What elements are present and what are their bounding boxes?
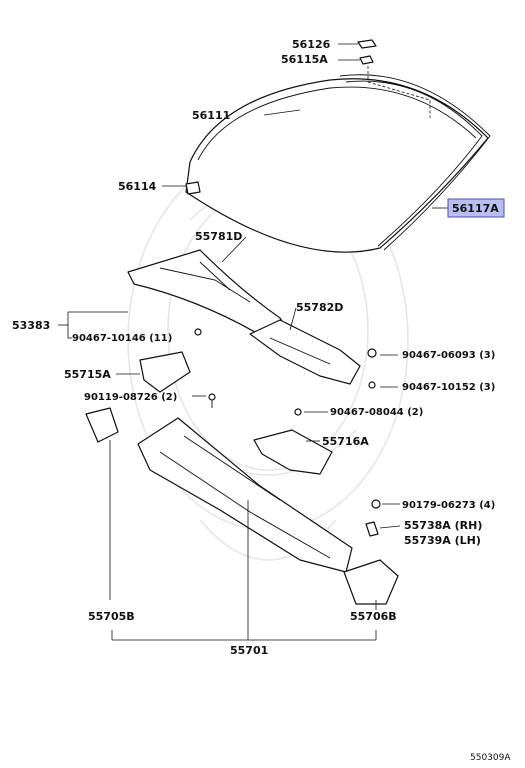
windshield-glass xyxy=(185,78,489,253)
label-55781D: 55781D xyxy=(195,230,242,243)
clip-56126 xyxy=(357,39,377,49)
stopper-56114 xyxy=(185,181,201,195)
label-90119-08726: 90119-08726 (2) xyxy=(84,392,177,403)
reinforcement-55715A xyxy=(139,351,191,393)
label-90467-08044: 90467-08044 (2) xyxy=(330,407,423,418)
clip-90467-06093 xyxy=(367,348,377,358)
label-55738A: 55738A (RH) xyxy=(404,519,482,532)
label-55715A: 55715A xyxy=(64,368,111,381)
dashed-guide-top xyxy=(367,66,431,118)
clip-90467-10152 xyxy=(368,381,376,389)
label-56111: 56111 xyxy=(192,109,230,122)
clip-90467-08044 xyxy=(294,408,302,416)
bracket-55738A xyxy=(365,521,379,537)
label-55716A: 55716A xyxy=(322,435,369,448)
windshield-molding xyxy=(339,74,491,251)
bracket-55705B xyxy=(85,407,119,443)
panel-55716A xyxy=(253,429,333,475)
cowl-top-panel-right xyxy=(249,319,361,385)
label-90467-10152: 90467-10152 (3) xyxy=(402,382,495,393)
bracket-55706B xyxy=(343,559,399,605)
leader-lines xyxy=(58,43,448,641)
label-56117A[interactable]: 56117A xyxy=(452,202,499,215)
label-90467-06093: 90467-06093 (3) xyxy=(402,350,495,361)
label-55739A: 55739A (LH) xyxy=(404,534,481,547)
nut-90179-06273 xyxy=(371,499,381,509)
label-56115A: 56115A xyxy=(281,53,328,66)
figure-reference: 550309A xyxy=(470,753,511,763)
label-56114: 56114 xyxy=(118,180,157,193)
label-55706B: 55706B xyxy=(350,610,397,623)
highlight-56117A xyxy=(447,198,505,218)
label-90467-10146: 90467-10146 (11) xyxy=(72,333,172,344)
label-55701: 55701 xyxy=(230,644,268,657)
label-53383: 53383 xyxy=(12,319,50,332)
dash-panel xyxy=(137,417,353,573)
clip-56115A xyxy=(359,55,374,65)
label-56126: 56126 xyxy=(292,38,331,51)
bolt-90467-10146 xyxy=(194,328,202,336)
bolt-90119-08726 xyxy=(208,393,216,408)
label-90179-06273: 90179-06273 (4) xyxy=(402,500,495,511)
label-55782D: 55782D xyxy=(296,301,343,314)
label-55705B: 55705B xyxy=(88,610,135,623)
